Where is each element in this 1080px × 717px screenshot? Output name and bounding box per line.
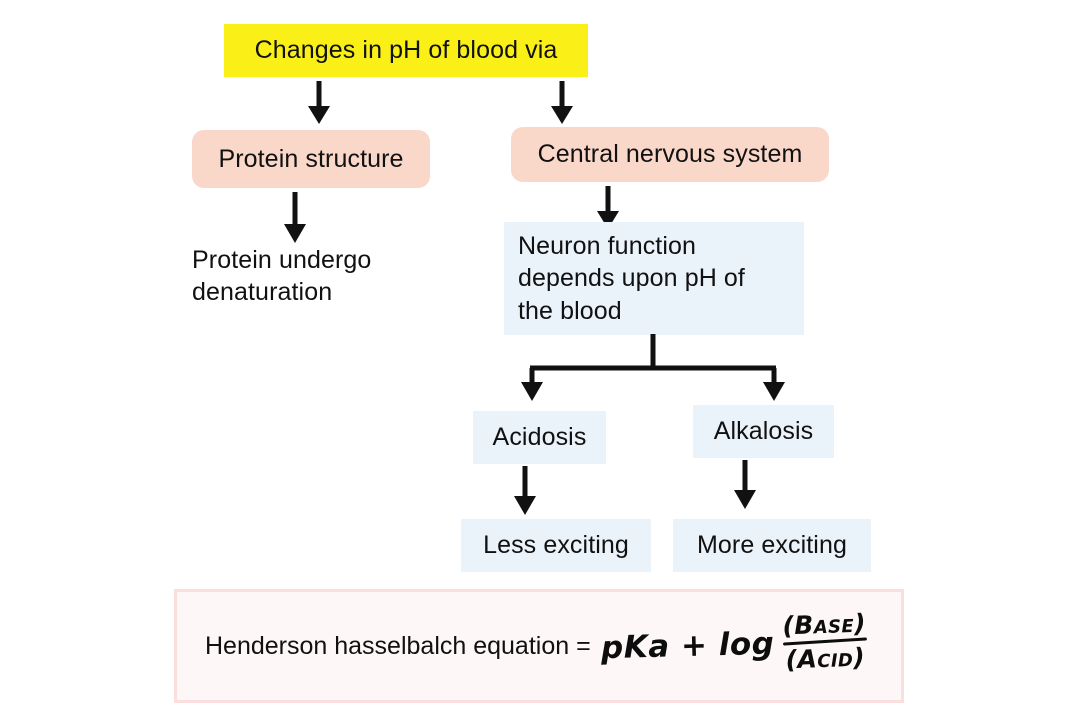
connector-neuron-split [508, 334, 798, 402]
node-protein-undergo-denaturation: Protein undergo denaturation [192, 240, 492, 312]
node-central-nervous-system-label: Central nervous system [537, 140, 803, 169]
node-more-exciting-label: More exciting [697, 531, 847, 560]
node-alkalosis: Alkalosis [693, 405, 834, 458]
node-alkalosis-label: Alkalosis [713, 417, 814, 446]
node-central-nervous-system: Central nervous system [511, 127, 829, 182]
equation-lead-text: Henderson hasselbalch equation = [205, 631, 591, 660]
equation-fraction: (Base) (Acid) [781, 608, 868, 675]
node-protein-structure: Protein structure [192, 130, 430, 188]
node-less-exciting-label: Less exciting [483, 531, 629, 560]
node-title-label: Changes in pH of blood via [254, 36, 558, 65]
arrow-cns-to-neuron-function [594, 186, 622, 230]
arrow-acidosis-to-less-exciting [511, 466, 539, 516]
node-acidosis-label: Acidosis [492, 423, 587, 452]
equation-panel: Henderson hasselbalch equation = pKa + l… [174, 589, 904, 703]
node-neuron-function: Neuron function depends upon pH of the b… [504, 222, 804, 335]
arrow-protein-structure-to-denaturation [281, 192, 309, 244]
node-more-exciting: More exciting [673, 519, 871, 572]
arrow-title-to-central-nervous-system [548, 81, 576, 125]
node-acidosis: Acidosis [473, 411, 606, 464]
equation-expression: pKa + log (Base) (Acid) [591, 609, 867, 677]
arrow-title-to-protein-structure [305, 81, 333, 125]
node-protein-structure-label: Protein structure [218, 144, 404, 173]
arrow-alkalosis-to-more-exciting [731, 460, 759, 510]
equation-denominator: (Acid) [785, 642, 866, 675]
node-title-changes-in-ph: Changes in pH of blood via [224, 24, 588, 77]
node-neuron-function-label: Neuron function depends upon pH of the b… [518, 231, 745, 325]
node-less-exciting: Less exciting [461, 519, 651, 572]
node-protein-undergo-denaturation-label: Protein undergo denaturation [192, 245, 372, 307]
equation-handwritten-terms: pKa + log [600, 625, 775, 667]
equation-numerator: (Base) [781, 608, 867, 641]
